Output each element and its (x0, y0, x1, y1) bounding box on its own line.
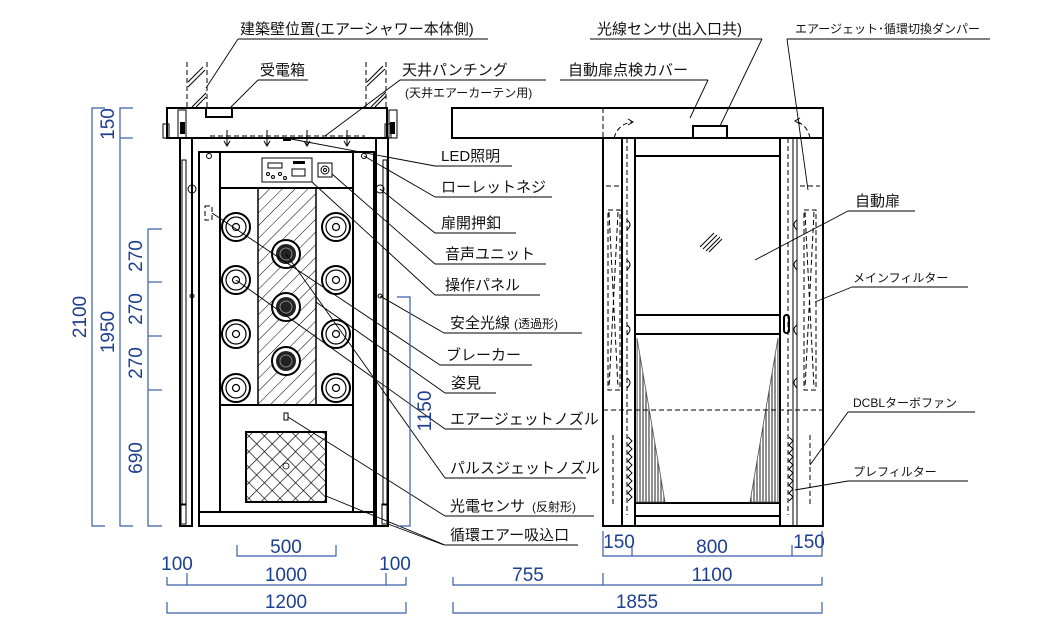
pre-filter-right (788, 436, 794, 502)
label-main-filter: メインフィルター (853, 271, 948, 285)
label-building-wall: 建築壁位置(エアーシャワー本体側) (240, 20, 474, 38)
dim-extension-755: 755 (512, 565, 544, 586)
label-dcbl-fan: DCBLターボファン (853, 396, 957, 410)
dim-pitch-270-1: 270 (126, 240, 147, 272)
label-return-air-inlet: 循環エアー吸込口 (450, 527, 569, 544)
pre-filter-left (627, 436, 633, 502)
label-knurled-screw: ローレットネジ (441, 179, 546, 196)
dim-right-1150: 1150 (415, 391, 436, 432)
front-horizontal-dimensions: 500 100 1000 100 1200 (161, 537, 411, 614)
dim-body-1950: 1950 (98, 311, 119, 353)
dim-total-1855: 1855 (616, 592, 658, 613)
front-vertical-dimensions: 150 2100 1950 270 270 270 690 1150 (70, 107, 436, 527)
front-view (162, 62, 398, 527)
dim-door-800: 800 (696, 537, 728, 558)
label-mirror: 姿見 (451, 375, 481, 392)
dim-pitch-270-3: 270 (126, 347, 147, 379)
front-body (198, 151, 375, 527)
air-curtain-right (749, 337, 779, 503)
main-filter-left (606, 185, 622, 391)
label-breaker: ブレーカー (446, 346, 521, 364)
label-voice-unit: 音声ユニット (445, 245, 535, 263)
dim-inlet-500: 500 (270, 537, 302, 558)
air-curtain-left (636, 337, 666, 503)
label-power-box: 受電箱 (260, 62, 305, 79)
dim-top-150: 150 (98, 108, 119, 140)
label-auto-door-cover: 自動扉点検カバー (568, 62, 688, 79)
side-leader-lines (560, 38, 990, 491)
label-door-open-button: 扉開押釦 (441, 214, 501, 232)
dim-pitch-270-2: 270 (126, 293, 147, 325)
side-body (602, 137, 824, 527)
control-panel (261, 157, 313, 183)
dim-left-duct-150: 150 (603, 532, 635, 553)
label-led: LED照明 (441, 148, 500, 165)
safety-beam-window (204, 205, 213, 221)
voice-unit (317, 162, 333, 178)
label-beam-sensor: 光線センサ(出入口共) (597, 21, 742, 38)
dim-total-1200: 1200 (265, 592, 307, 613)
building-wall-marks (186, 62, 387, 108)
dim-right-duct-150: 150 (793, 532, 825, 553)
label-pulse-jet-nozzle: パルスジェットノズル (450, 460, 600, 477)
pulse-jet-nozzles (271, 239, 301, 376)
side-horizontal-dimensions: 150 800 150 755 1100 1855 (452, 531, 825, 614)
label-pre-filter: プレフィルター (853, 465, 937, 479)
glass-mark (699, 232, 723, 253)
front-labels: 建築壁位置(エアーシャワー本体側) 受電箱 天井パンチング (天井エアーカーテン… (240, 20, 600, 544)
label-ceiling-punching-sub: (天井エアーカーテン用) (405, 86, 532, 100)
photo-sensor (283, 412, 289, 421)
power-box (205, 107, 233, 118)
dim-body-1100: 1100 (692, 565, 733, 586)
dim-inner-1000: 1000 (265, 565, 307, 586)
side-view (451, 107, 824, 527)
label-control-panel: 操作パネル (445, 277, 520, 294)
dim-right-100: 100 (379, 554, 411, 575)
main-filter-right (800, 185, 820, 391)
dim-total-2100: 2100 (70, 296, 91, 338)
label-safety-beam: 安全光線 (450, 314, 510, 332)
label-air-jet-nozzle: エアージェットノズル (450, 411, 599, 428)
label-damper: エアージェット･循環切換ダンパー (795, 21, 980, 36)
dim-left-100: 100 (161, 554, 193, 575)
side-top-box (451, 107, 824, 139)
label-photo-sensor: 光電センサ (450, 498, 525, 515)
label-auto-door: 自動扉 (855, 193, 900, 210)
label-safety-beam-sub: (透過形) (514, 317, 558, 331)
side-labels: 光線センサ(出入口共) 自動扉点検カバー エアージェット･循環切換ダンパー 自動… (568, 21, 980, 479)
ceiling-box (166, 107, 388, 139)
label-photo-sensor-sub: (反射形) (532, 499, 576, 514)
auto-door (634, 155, 781, 517)
air-jet-nozzles (221, 212, 351, 403)
label-ceiling-punching: 天井パンチング (402, 62, 508, 79)
dim-lower-690: 690 (126, 442, 147, 474)
beam-sensor (692, 125, 728, 139)
